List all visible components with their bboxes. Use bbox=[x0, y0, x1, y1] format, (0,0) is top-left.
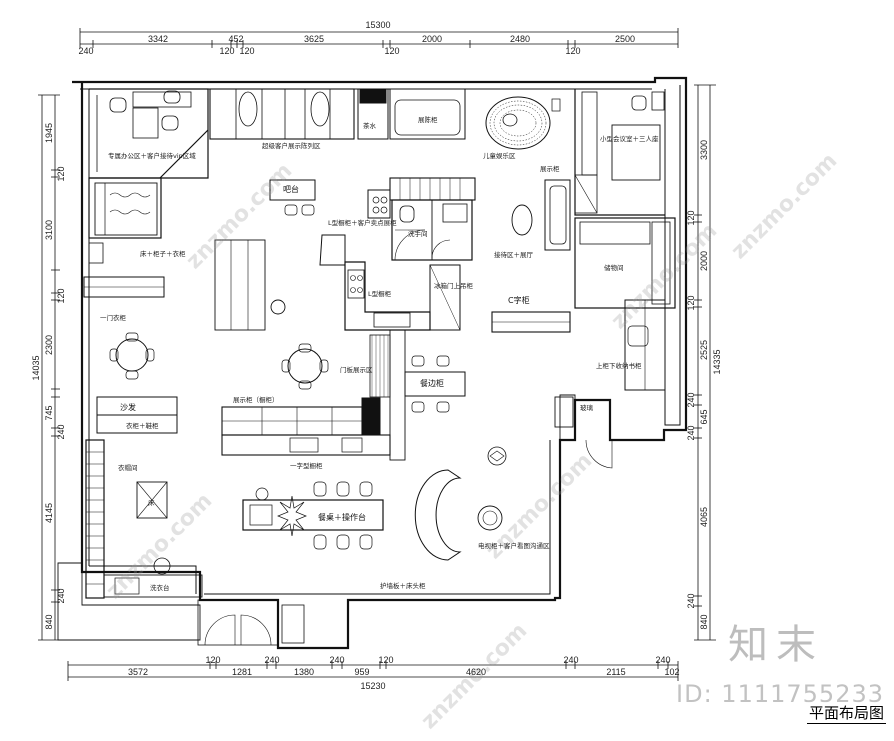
plan-title: 平面布局图 bbox=[806, 702, 886, 724]
dim-bottom-1: 3572 bbox=[128, 667, 148, 677]
label-sofa: 沙发 bbox=[120, 402, 136, 412]
dim-right-total: 14335 bbox=[712, 349, 722, 374]
label-dining: 餐边柜 bbox=[420, 378, 444, 388]
dim-bottom-11: 2115 bbox=[606, 667, 625, 677]
label-wardrobe1: 一门衣柜 bbox=[100, 313, 127, 322]
dim-bottom-13: 102 bbox=[664, 667, 679, 677]
dim-top-9: 2480 bbox=[510, 34, 530, 44]
label-small-meeting: 小型会议室＋三人座 bbox=[600, 134, 659, 143]
label-kids: 儿童娱乐区 bbox=[483, 151, 516, 160]
label-glass: 玻璃 bbox=[580, 403, 594, 412]
dim-top-5: 120 bbox=[239, 46, 254, 56]
dim-right-6: 240 bbox=[686, 392, 696, 407]
dim-top-11: 2500 bbox=[615, 34, 635, 44]
dim-top-7: 120 bbox=[384, 46, 399, 56]
watermark-1: znzmo.com bbox=[182, 158, 298, 274]
label-partition: 展示柜（橱柜） bbox=[233, 395, 279, 404]
label-side-cab: 上柜下收纳书柜 bbox=[596, 361, 642, 370]
dim-right-11: 840 bbox=[699, 614, 709, 629]
label-tv: 电视柜＋客户看图沟通区 bbox=[478, 541, 550, 550]
dim-top-total: 15300 bbox=[365, 20, 390, 30]
dim-bottom-total: 15230 bbox=[360, 681, 385, 691]
label-storage: 储物间 bbox=[604, 263, 624, 272]
label-wardrobe-long: 衣柜＋鞋柜 bbox=[126, 421, 159, 430]
dim-left-total: 14035 bbox=[31, 355, 41, 380]
dim-top-1: 240 bbox=[78, 46, 93, 56]
dim-bottom-5: 1380 bbox=[294, 667, 314, 677]
label-door-display: 门板展示区 bbox=[340, 365, 373, 374]
dim-top-10: 120 bbox=[565, 46, 580, 56]
dim-top-3: 452 bbox=[228, 34, 243, 44]
dim-left-3: 3100 bbox=[44, 220, 54, 240]
dim-left-4: 120 bbox=[56, 288, 66, 303]
dim-right-1: 3300 bbox=[699, 140, 709, 160]
label-bed2: 床 bbox=[148, 498, 155, 507]
dim-right-5: 2525 bbox=[699, 340, 709, 360]
label-straight-cab: 一字型橱柜 bbox=[290, 461, 323, 470]
dim-bottom-12: 240 bbox=[655, 655, 670, 665]
label-washing: 洗衣台 bbox=[150, 583, 170, 592]
dim-left-5: 2300 bbox=[44, 335, 54, 355]
label-wash: 洗手间 bbox=[408, 229, 428, 238]
dim-top-8: 2000 bbox=[422, 34, 442, 44]
watermark-4: znzmo.com bbox=[607, 218, 723, 334]
logo-text: 知末 bbox=[728, 622, 824, 668]
label-bar: 吧台 bbox=[283, 184, 299, 194]
label-l-cab: L型橱柜＋客户卖点展柜 bbox=[328, 218, 397, 227]
label-tea: 茶水 bbox=[363, 121, 377, 130]
dim-left-9: 240 bbox=[56, 588, 66, 603]
label-l-cab2: L型橱柜 bbox=[368, 289, 392, 298]
label-shelf-top: 超级客户展示陈列区 bbox=[262, 141, 321, 150]
dim-top-6: 3625 bbox=[304, 34, 324, 44]
dim-bottom-7: 959 bbox=[354, 667, 369, 677]
dim-right-8: 240 bbox=[686, 425, 696, 440]
label-vip: 专属办公区＋客户接待vip区域 bbox=[108, 151, 196, 160]
dim-right-9: 4065 bbox=[699, 507, 709, 527]
dim-right-3: 2000 bbox=[699, 251, 709, 271]
dim-top-4: 120 bbox=[219, 46, 234, 56]
dim-left-10: 840 bbox=[44, 614, 54, 629]
label-display-cab: 展陈柜 bbox=[418, 115, 438, 124]
label-display-right: 展示柜 bbox=[540, 164, 560, 173]
label-c-type: C字柜 bbox=[508, 295, 530, 305]
label-bottom-bar: 护墙板＋床头柜 bbox=[380, 581, 426, 590]
dim-bottom-2: 120 bbox=[205, 655, 220, 665]
dim-left-8: 4145 bbox=[44, 503, 54, 523]
dim-right-4: 120 bbox=[686, 295, 696, 310]
dim-bottom-3: 1281 bbox=[232, 667, 252, 677]
dim-bottom-8: 120 bbox=[378, 655, 393, 665]
dim-bottom-6: 240 bbox=[329, 655, 344, 665]
dim-left-1: 1945 bbox=[44, 123, 54, 143]
dim-left-6: 745 bbox=[44, 405, 54, 420]
label-cloak: 衣帽间 bbox=[118, 463, 138, 472]
dim-top-2: 3342 bbox=[148, 34, 168, 44]
dim-left-7: 240 bbox=[56, 424, 66, 439]
dim-bottom-10: 240 bbox=[563, 655, 578, 665]
watermark-5: znzmo.com bbox=[727, 148, 843, 264]
dim-right-2: 120 bbox=[686, 210, 696, 225]
dim-bottom-4: 240 bbox=[264, 655, 279, 665]
label-fridge: 冰箱门上吊柜 bbox=[434, 281, 474, 290]
label-bed: 床＋柜子＋衣柜 bbox=[140, 249, 186, 258]
label-reception: 接待区＋展厅 bbox=[494, 250, 534, 259]
dim-left-2: 120 bbox=[56, 166, 66, 181]
label-island: 餐桌＋操作台 bbox=[318, 512, 366, 522]
dim-right-10: 240 bbox=[686, 593, 696, 608]
dim-right-7: 645 bbox=[699, 409, 709, 424]
dim-bottom-9: 4620 bbox=[466, 667, 486, 677]
